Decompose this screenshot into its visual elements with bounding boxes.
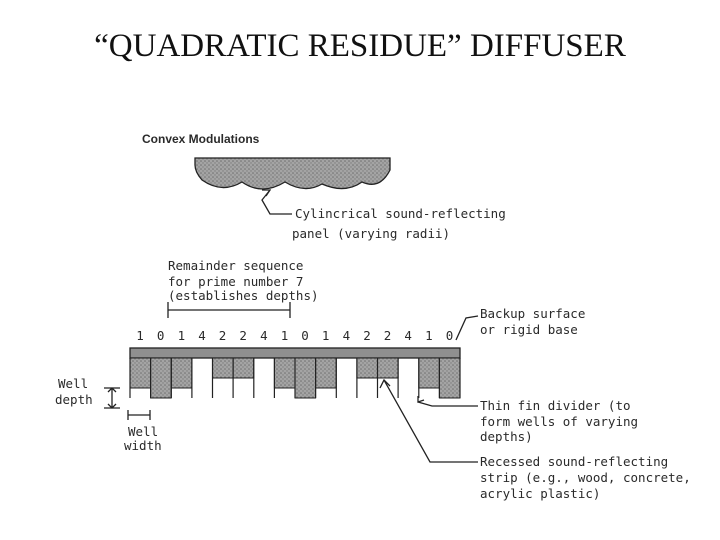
- fin-label: Thin fin divider (to form wells of varyi…: [480, 398, 646, 444]
- backup-leader: [455, 315, 479, 341]
- cylindrical-leader: [261, 189, 292, 215]
- sequence-digit: 4: [260, 328, 268, 343]
- recessed-leader: [383, 379, 478, 463]
- well-block: [232, 357, 255, 379]
- sequence-digit: 1: [281, 328, 289, 343]
- well-block: [212, 357, 234, 379]
- sequence-digit: 0: [157, 328, 165, 343]
- cylindrical-arrowhead: [262, 189, 272, 197]
- fin-arrowhead: [417, 396, 425, 403]
- sequence-digit: 4: [343, 328, 351, 343]
- sequence-digit: 0: [446, 328, 454, 343]
- page-title: “QUADRATIC RESIDUE” DIFFUSER: [94, 28, 626, 64]
- sequence-digit: 1: [136, 328, 144, 343]
- sequence-digit: 1: [322, 328, 330, 343]
- sequence-digit: 2: [219, 328, 227, 343]
- well-block: [170, 357, 193, 389]
- well-block: [356, 357, 378, 379]
- convex-panel: [194, 157, 391, 190]
- recessed-arrowhead: [379, 378, 391, 389]
- sequence-digit: 1: [425, 328, 433, 343]
- diffuser-cross-section: [129, 347, 461, 399]
- sequence-digit: 1: [178, 328, 186, 343]
- sequence-digit: 2: [384, 328, 392, 343]
- well-block: [377, 357, 399, 379]
- sequence-digit: 2: [363, 328, 371, 343]
- backup-label: Backup surface or rigid base: [480, 306, 593, 337]
- recessed-label: Recessed sound-reflecting strip (e.g., w…: [480, 454, 698, 501]
- remainder-label: Remainder sequence for prime number 7 (e…: [168, 258, 319, 303]
- well-depth-dimension: [104, 387, 120, 409]
- well-depth-label: Well depth: [55, 376, 96, 407]
- well-width-label: Well width: [124, 424, 166, 453]
- sequence-digit: 4: [198, 328, 206, 343]
- convex-title: Convex Modulations: [142, 132, 260, 146]
- well-block: [294, 357, 317, 399]
- well-block: [129, 357, 152, 389]
- well-block: [438, 357, 461, 399]
- sequence-digit: 2: [239, 328, 247, 343]
- well-block: [150, 357, 172, 399]
- well-width-dimension: [127, 410, 151, 420]
- sequence-digit: 4: [404, 328, 412, 343]
- cylindrical-label: Cylincrical sound-reflecting panel (vary…: [292, 206, 513, 241]
- well-block: [418, 357, 440, 389]
- period-bracket: [167, 302, 291, 318]
- fin-leader: [417, 401, 478, 407]
- well-block: [315, 357, 337, 389]
- well-block: [273, 357, 296, 389]
- backup-plate: [129, 347, 461, 359]
- sequence-digit: 0: [301, 328, 309, 343]
